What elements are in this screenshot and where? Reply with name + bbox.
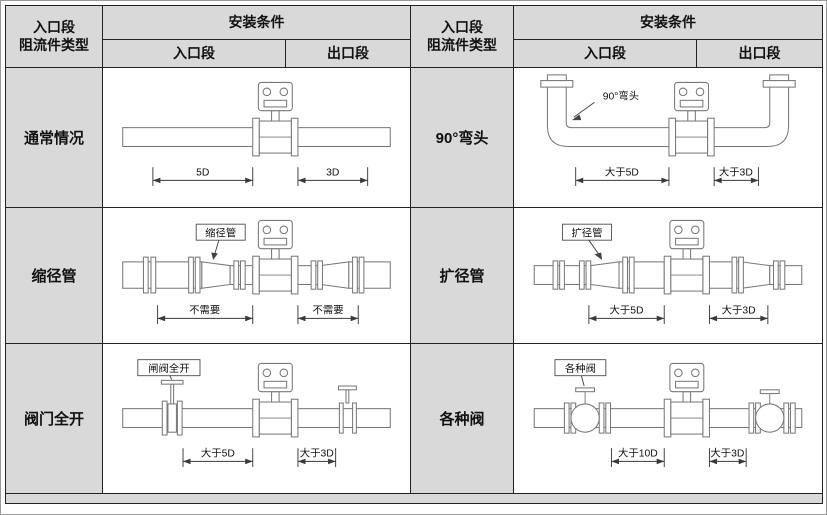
dim-outlet-label: 大于3D: [722, 303, 756, 316]
dim-inlet-label: 大于5D: [605, 165, 639, 178]
annotation-gate-valve: 闸阀全开: [137, 358, 201, 380]
header-type-line1: 入口段: [441, 19, 483, 35]
dimension-outlet: 大于3D: [708, 446, 747, 467]
annotation-90-elbow: 90°弯头: [571, 89, 639, 120]
dim-outlet-label: 不需要: [313, 304, 344, 316]
header-outlet-right: 出口段: [696, 39, 823, 68]
dimension-outlet: 大于3D: [297, 446, 337, 467]
dim-inlet-label: 大于5D: [610, 303, 644, 316]
dimension-inlet: 大于5D: [575, 165, 670, 186]
cell-diagram-normal-case: 5D 3D: [102, 67, 411, 208]
annotation-various-valves: 各种阀: [554, 358, 607, 386]
dimension-inlet: 大于5D: [588, 303, 665, 324]
type-90-elbow: 90°弯头: [410, 67, 514, 208]
dim-inlet-label: 大于10D: [618, 446, 658, 459]
cell-diagram-various-valves: 各种阀 大于10D 大于3D: [513, 343, 823, 494]
header-inlet-left: 入口段: [102, 39, 286, 68]
dim-inlet-label: 大于5D: [201, 446, 235, 459]
dimension-outlet: 大于3D: [713, 165, 759, 186]
annotation-expander: 扩径管: [562, 223, 612, 260]
cell-diagram-90-elbow: 90°弯头 大于5D 大于3D: [513, 67, 823, 208]
dim-outlet-label: 大于3D: [710, 446, 744, 459]
header-install-left: 安装条件: [102, 5, 411, 40]
annotation-label: 扩径管: [571, 226, 602, 239]
gate-valve: [160, 379, 184, 436]
flowmeter: [663, 362, 710, 437]
annotation-label: 90°弯头: [603, 89, 639, 102]
flowmeter: [252, 362, 299, 437]
type-normal-case: 通常情况: [5, 67, 103, 208]
flowmeter: [663, 219, 710, 294]
diagram-expander: 扩径管 大于5D 大于3D: [533, 219, 803, 324]
header-type-line2: 阻流件类型: [427, 36, 497, 53]
header-type-line1: 入口段: [33, 19, 75, 35]
annotation-reducer: 缩径管: [195, 223, 246, 260]
type-various-valves: 各种阀: [410, 343, 514, 494]
annotation-label: 各种阀: [565, 361, 596, 374]
dimension-inlet: 不需要: [157, 304, 254, 324]
header-inlet-right: 入口段: [513, 39, 697, 68]
table-footer-bar: [5, 493, 823, 504]
pipe-with-elbows: [540, 73, 796, 147]
dimension-inlet: 大于5D: [182, 446, 254, 467]
dim-outlet-label: 大于3D: [300, 446, 334, 459]
diagram-various-valves: 各种阀 大于10D 大于3D: [533, 358, 803, 467]
type-valve-fully-open: 阀门全开: [5, 343, 103, 494]
header-install-right: 安装条件: [513, 5, 823, 40]
annotation-label: 闸阀全开: [148, 361, 189, 374]
header-type-line2: 阻流件类型: [19, 36, 89, 53]
diagram-gate-valve: 闸阀全开 大于5D 大于3D: [122, 358, 391, 467]
diagram-normal-case: 5D 3D: [122, 81, 391, 186]
dimension-inlet: 5D: [152, 166, 254, 186]
dim-inlet-label: 不需要: [189, 304, 220, 316]
flowmeter: [252, 219, 299, 294]
header-outlet-left: 出口段: [285, 39, 411, 68]
type-expander-pipe: 扩径管: [410, 207, 514, 344]
type-reducer-pipe: 缩径管: [5, 207, 103, 344]
dimension-outlet: 不需要: [297, 304, 359, 324]
header-type-col-right: 入口段 阻流件类型: [410, 5, 514, 68]
ball-valve-left: [563, 386, 612, 434]
flowmeter: [252, 81, 299, 156]
flowmeter: [668, 81, 715, 156]
dimension-outlet: 3D: [297, 166, 369, 186]
dimension-inlet: 大于10D: [611, 446, 665, 467]
ball-valve-right: [748, 388, 796, 434]
header-type-col-left: 入口段 阻流件类型: [5, 5, 103, 68]
cell-diagram-gate-valve: 闸阀全开 大于5D 大于3D: [102, 343, 411, 494]
cell-diagram-reducer: 缩径管 不需要 不需要: [102, 207, 411, 344]
dimension-outlet: 大于3D: [708, 303, 769, 324]
pipe-with-reducers: [122, 256, 391, 293]
annotation-label: 缩径管: [205, 226, 236, 239]
dim-outlet-label: 大于3D: [719, 165, 753, 178]
dim-inlet-label: 5D: [196, 167, 209, 178]
cell-diagram-expander: 扩径管 大于5D 大于3D: [513, 207, 823, 344]
small-valve: [337, 385, 357, 434]
installation-conditions-table: 入口段 阻流件类型 安装条件 入口段 阻流件类型 安装条件 入口段 出口段 入口…: [5, 5, 823, 504]
diagram-reducer: 缩径管 不需要 不需要: [122, 219, 391, 324]
diagram-90-elbow: 90°弯头 大于5D 大于3D: [540, 73, 796, 186]
dim-outlet-label: 3D: [326, 167, 339, 178]
